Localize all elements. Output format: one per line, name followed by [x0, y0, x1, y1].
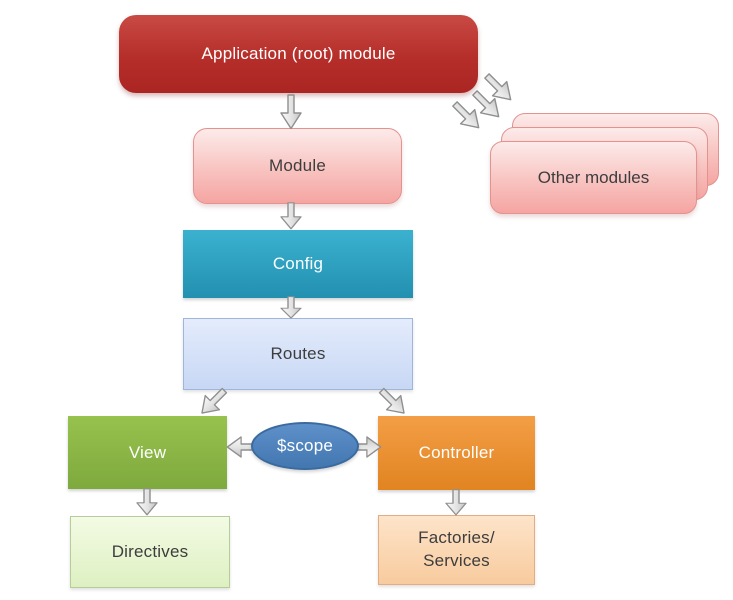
node-application-root-module: Application (root) module	[119, 15, 478, 93]
node-factories-services: Factories/ Services	[378, 515, 535, 585]
arrow-app-to-module-icon	[280, 94, 302, 130]
directives-label: Directives	[111, 542, 189, 561]
node-config: Config	[183, 230, 413, 298]
scope-label: $scope	[276, 436, 334, 455]
node-routes: Routes	[183, 318, 413, 390]
arrow-module-to-config-icon	[280, 202, 302, 230]
node-controller: Controller	[378, 416, 535, 490]
node-scope: $scope	[251, 422, 359, 470]
arrow-controller-to-factories-icon	[445, 489, 467, 516]
factories-services-label: Factories/ Services	[418, 528, 495, 570]
node-view: View	[68, 416, 227, 489]
module-label: Module	[269, 156, 326, 175]
view-label: View	[128, 442, 167, 462]
routes-label: Routes	[270, 344, 326, 363]
arrow-view-to-directives-icon	[136, 488, 158, 516]
config-label: Config	[272, 254, 324, 273]
node-directives: Directives	[70, 516, 230, 588]
application-root-module-label: Application (root) module	[201, 44, 396, 63]
controller-label: Controller	[418, 443, 495, 462]
other-modules-label: Other modules	[537, 167, 650, 187]
arrow-config-to-routes-icon	[280, 295, 302, 319]
node-module: Module	[193, 128, 402, 204]
node-other-modules: Other modules	[490, 141, 697, 214]
